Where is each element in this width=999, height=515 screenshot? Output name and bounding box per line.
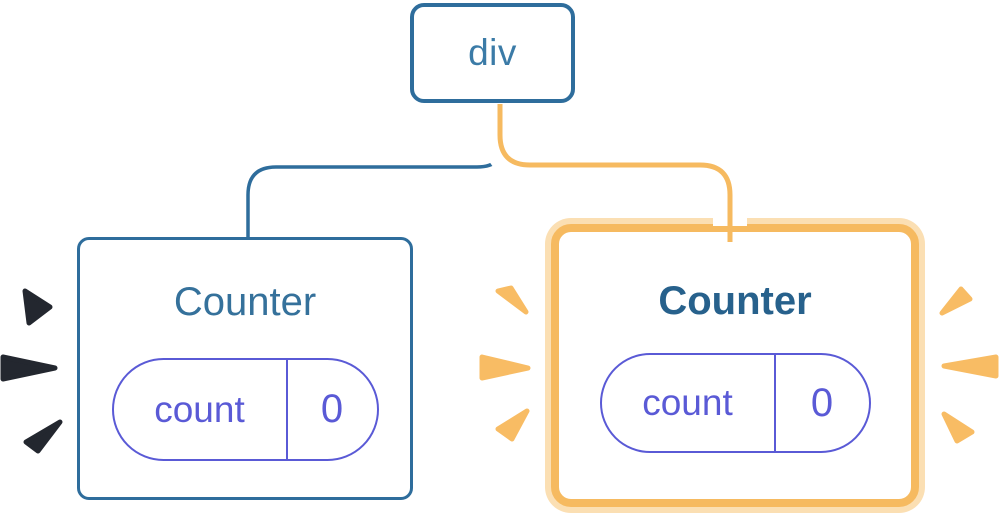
tree-connector-left — [246, 104, 507, 240]
state-pill-right: count 0 — [599, 353, 871, 453]
spark-shape — [22, 288, 53, 326]
root-node-label: div — [468, 32, 517, 73]
spark-shape — [941, 411, 975, 444]
spark-shape — [0, 354, 58, 382]
tree-connector-right — [497, 104, 733, 242]
render-sparks-left-counter — [0, 288, 63, 454]
counter-title-left: Counter — [173, 280, 317, 324]
counter-card-left: Counter count 0 — [77, 237, 413, 500]
state-name-label-left: count — [114, 360, 288, 459]
state-value-right: 0 — [810, 380, 834, 425]
spark-shape — [23, 419, 63, 454]
spark-shape — [941, 354, 999, 379]
counter-title-right: Counter — [658, 279, 812, 323]
state-value-left: 0 — [320, 387, 344, 431]
tree-connector-right-casing — [483, 104, 747, 226]
spark-shape — [495, 408, 530, 442]
root-node-div: div — [410, 3, 575, 103]
update-sparks-right-counter-right — [939, 286, 999, 444]
state-pill-left: count 0 — [111, 358, 379, 461]
counter-card-right-highlighted: Counter count 0 — [551, 224, 919, 507]
spark-shape — [479, 354, 531, 381]
state-name-label-right: count — [602, 355, 776, 451]
spark-shape — [939, 286, 973, 316]
update-sparks-right-counter-left — [479, 285, 531, 442]
spark-shape — [495, 285, 529, 315]
